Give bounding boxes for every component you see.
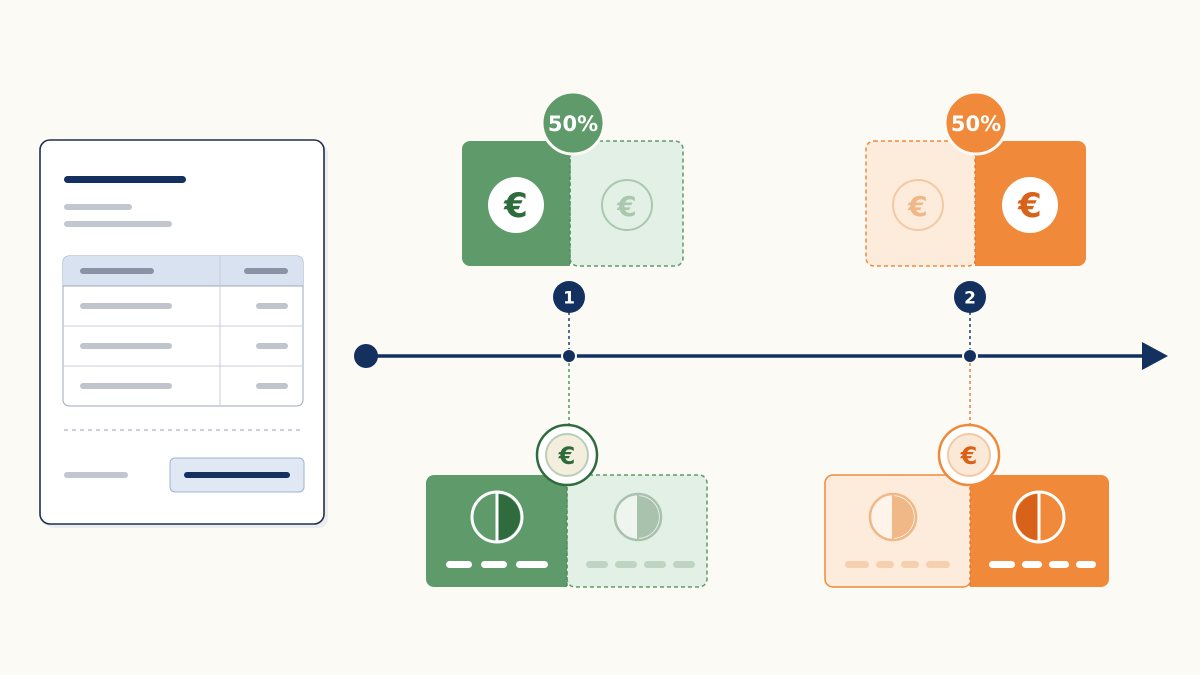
step-1: 1 € € 50% [426,90,708,588]
svg-text:€: € [907,190,927,223]
step-1-number-badge: 1 [553,281,585,313]
step-2-coin-euro-icon: € [937,423,1001,487]
svg-text:€: € [960,442,978,470]
step-1-percent-badge: 50% [540,90,606,156]
svg-text:€: € [503,186,528,226]
table-header-line [244,268,288,274]
document-subtitle-line [64,204,132,210]
table-row [80,303,172,309]
table-row [256,383,288,389]
step-2-percent-badge: 50% [943,90,1009,156]
document-total-label [64,472,128,478]
step-2: 2 € € 50% [824,90,1109,588]
euro-icon: € [488,177,544,233]
euro-icon: € [892,179,944,231]
euro-icon: € [1002,177,1058,233]
credit-card-icon [426,474,708,588]
table-row [256,303,288,309]
document-table [62,255,304,407]
table-header-line [80,268,154,274]
invoice-document-icon [39,139,328,528]
svg-text:€: € [616,190,636,223]
timeline-node-1 [561,348,577,364]
timeline [354,342,1168,370]
step-1-coin-euro-icon: € [535,423,599,487]
step-1-percent-label: 50% [548,112,598,136]
step-2-number: 2 [964,289,976,309]
timeline-node-2 [962,348,978,364]
document-subtitle-line [64,221,172,227]
arrow-right-icon [1142,342,1168,370]
euro-icon: € [601,179,653,231]
table-row [80,383,172,389]
step-1-banknote-icon: € € [462,140,684,267]
table-row [80,343,172,349]
table-row [256,343,288,349]
step-1-number: 1 [563,289,575,309]
document-total-value [184,472,290,478]
credit-card-icon [824,474,1109,588]
step-2-number-badge: 2 [954,281,986,313]
svg-text:€: € [1017,186,1042,226]
svg-text:€: € [558,442,576,470]
timeline-start-dot [354,344,378,368]
step-2-banknote-icon: € € [865,140,1086,267]
document-title-line [64,176,186,183]
step-2-percent-label: 50% [951,112,1001,136]
